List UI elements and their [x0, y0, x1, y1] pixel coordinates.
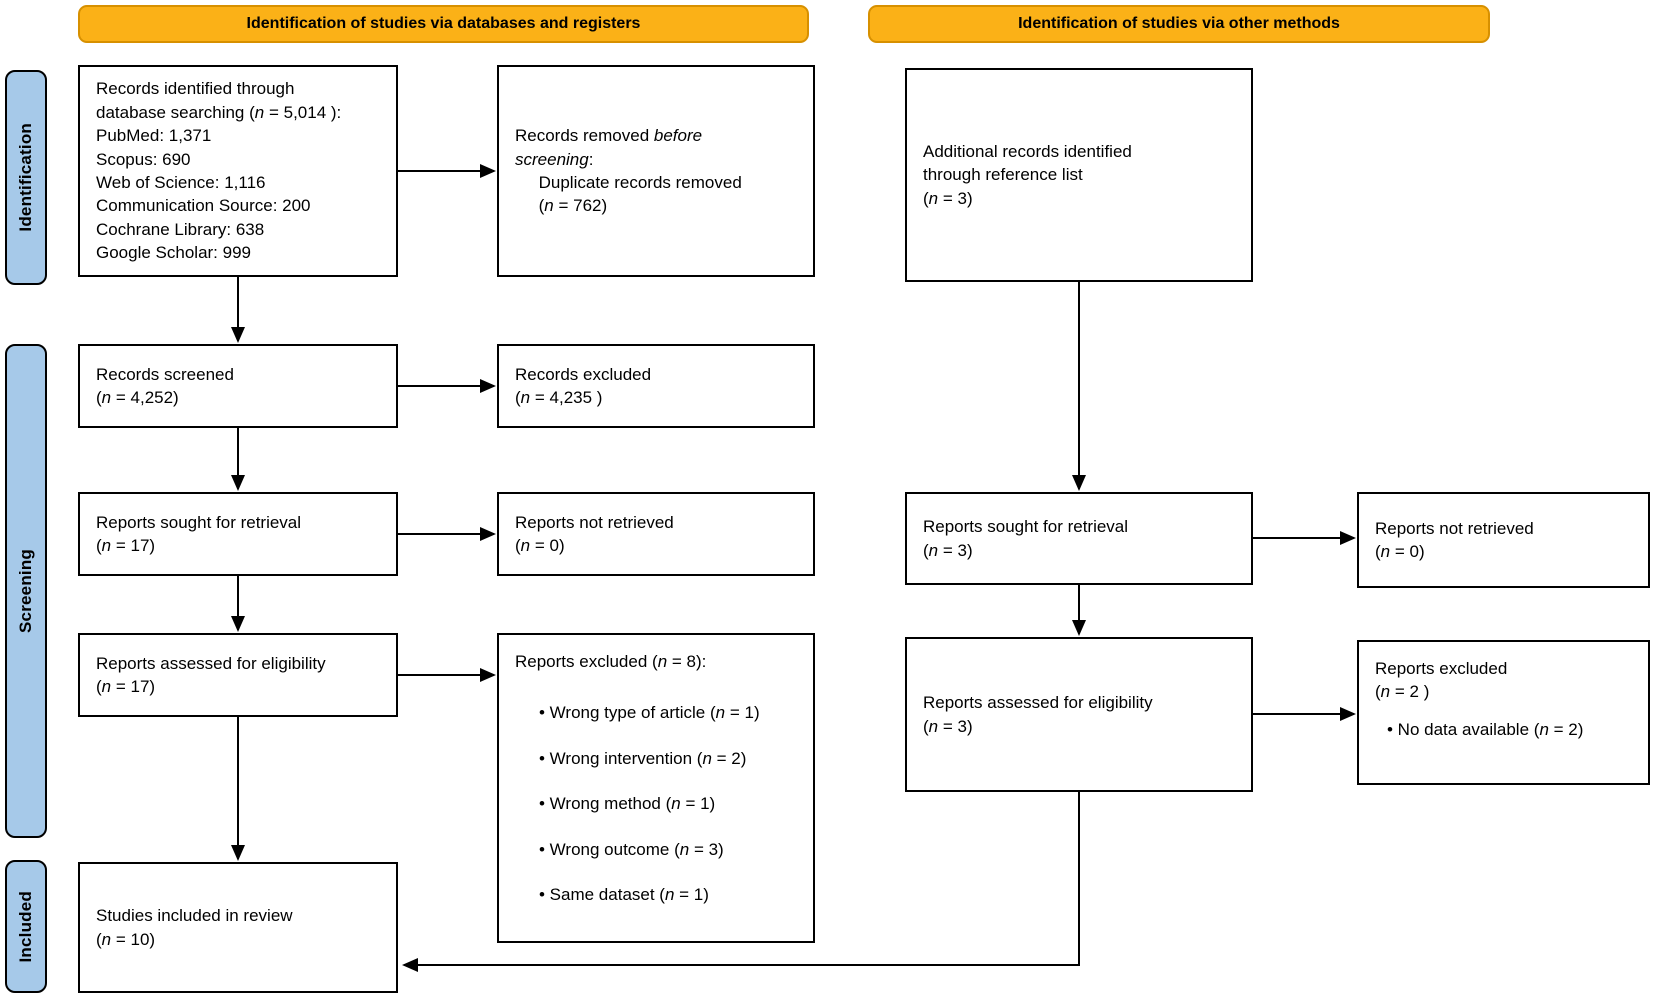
- records-excluded-text: Records excluded(n = 4,235 ): [515, 364, 652, 407]
- stage-identification: Identification: [5, 70, 47, 285]
- reports-excluded-databases-reasons: • Wrong type of article (n = 1)• Wrong i…: [539, 703, 760, 905]
- arrow-assessed3-to-included: [402, 792, 1080, 972]
- reports-not-retrieved-databases-text: Reports not retrieved(n = 0): [515, 512, 674, 555]
- banner-other-methods-label: Identification of studies via other meth…: [1018, 15, 1340, 32]
- banner-databases-label: Identification of studies via databases …: [246, 15, 641, 32]
- records-screened-text: Records screened(n = 4,252): [96, 364, 234, 407]
- reports-excluded-other-reasons: • No data available (n = 2): [1387, 719, 1584, 739]
- box-reports-sought-databases: Reports sought for retrieval(n = 17): [78, 492, 398, 576]
- stage-identification-label: Identification: [16, 123, 35, 232]
- stage-included: Included: [5, 860, 47, 993]
- stage-included-label: Included: [16, 890, 35, 963]
- box-reports-not-retrieved-other: Reports not retrieved(n = 0): [1357, 492, 1650, 588]
- box-reports-excluded-databases: Reports excluded (n = 8): • Wrong type o…: [497, 633, 815, 943]
- reports-assessed-other-text: Reports assessed for eligibility(n = 3): [923, 693, 1153, 736]
- reports-sought-other-text: Reports sought for retrieval(n = 3): [923, 517, 1129, 560]
- banner-databases-registers: Identification of studies via databases …: [78, 5, 809, 43]
- reports-excluded-other-text: Reports excluded(n = 2 ): [1375, 659, 1508, 702]
- studies-included-text: Studies included in review(n = 10): [96, 906, 293, 949]
- stage-screening-label: Screening: [16, 549, 35, 633]
- box-studies-included: Studies included in review(n = 10): [78, 862, 398, 993]
- box-reports-sought-other: Reports sought for retrieval(n = 3): [905, 492, 1253, 585]
- box-records-screened: Records screened(n = 4,252): [78, 344, 398, 428]
- reports-excluded-databases-title: Reports excluded (n = 8):: [515, 652, 707, 671]
- reports-sought-databases-text: Reports sought for retrieval(n = 17): [96, 512, 302, 555]
- box-reports-assessed-databases: Reports assessed for eligibility(n = 17): [78, 633, 398, 717]
- box-records-excluded: Records excluded(n = 4,235 ): [497, 344, 815, 428]
- reports-not-retrieved-other-text: Reports not retrieved(n = 0): [1375, 518, 1534, 561]
- reports-assessed-databases-text: Reports assessed for eligibility(n = 17): [96, 653, 326, 696]
- box-reports-assessed-other: Reports assessed for eligibility(n = 3): [905, 637, 1253, 792]
- banner-other-methods: Identification of studies via other meth…: [868, 5, 1490, 43]
- box-reports-not-retrieved-databases: Reports not retrieved(n = 0): [497, 492, 815, 576]
- box-reports-excluded-other: Reports excluded(n = 2 ) • No data avail…: [1357, 640, 1650, 785]
- stage-screening: Screening: [5, 344, 47, 838]
